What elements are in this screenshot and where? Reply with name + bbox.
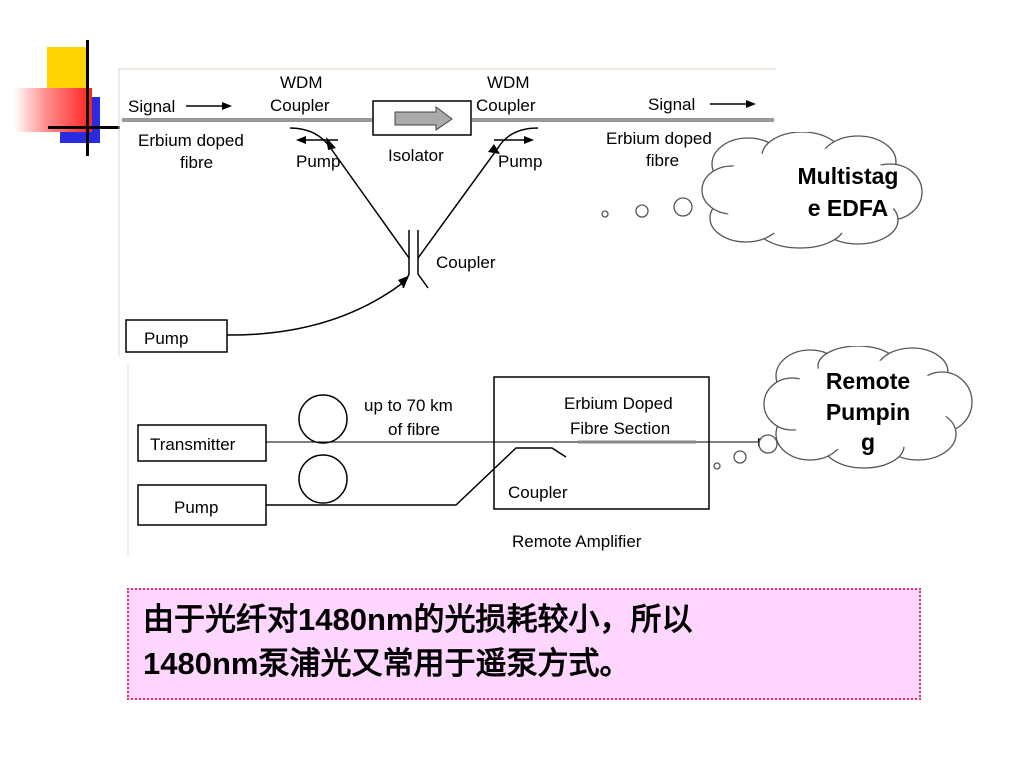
fibre-left-label: Erbium doped — [138, 131, 244, 150]
remote-pumping-cloud: Remote Pumpin g — [713, 346, 973, 470]
pump-box-2 — [137, 484, 267, 526]
caption-box: 由于光纤对1480nm的光损耗较小，所以 1480nm泵浦光又常用于遥泵方式。 — [127, 588, 921, 700]
logo-yellow-square — [47, 47, 87, 91]
caption-wavelength-1: 1480nm — [298, 602, 414, 637]
wdm-right-coupler-label: Coupler — [476, 96, 536, 115]
cloud1-dot-large — [673, 197, 693, 217]
erbium-section-label: Erbium Doped — [564, 394, 673, 413]
multistage-edfa-cloud: Multistag e EDFA — [601, 132, 923, 249]
fibre-spool-bottom — [298, 454, 348, 504]
cloud2-dot-small — [713, 462, 721, 470]
fibre-left-label-2: fibre — [180, 153, 213, 172]
pump-line-2 — [266, 447, 567, 506]
cloud1-text-1: Multistag — [798, 163, 899, 189]
transmitter-box — [137, 424, 267, 462]
cloud2-text-1: Remote — [826, 368, 910, 394]
caption-text-2b: 泵浦光又常用于遥泵方式。 — [258, 646, 631, 682]
right-branch-arrow — [488, 144, 500, 154]
isolator-label: Isolator — [388, 146, 444, 165]
transmitter-label: Transmitter — [150, 435, 236, 454]
pump-box-label: Pump — [144, 329, 188, 348]
cloud1-text-2: e EDFA — [808, 195, 889, 221]
pump-box — [125, 319, 228, 353]
caption-text-1c: 的光损耗较小，所以 — [413, 602, 693, 638]
remote-amplifier-box — [493, 376, 710, 510]
fibre-right-label: Erbium doped — [606, 129, 712, 148]
caption-wavelength-2: 1480nm — [143, 646, 259, 681]
multistage-edfa-diagram: Signal WDM Coupler WDM Coupler Signal Er… — [118, 68, 776, 356]
logo-decoration — [0, 0, 130, 160]
wdm-left-coupler-label: Coupler — [270, 96, 330, 115]
wdm-left-label: WDM — [280, 73, 322, 92]
left-branch-arrow — [326, 137, 336, 150]
signal-left-label: Signal — [128, 97, 175, 116]
remote-amplifier-label: Remote Amplifier — [512, 532, 642, 551]
fibre-length-label: up to 70 km — [364, 396, 453, 415]
caption-line-1: 由于光纤对1480nm的光损耗较小，所以 — [143, 598, 905, 642]
signal-left-arrow — [222, 102, 232, 110]
fibre-right-label-2: fibre — [646, 151, 679, 170]
wdm-right-label: WDM — [487, 73, 529, 92]
left-coupler-branch — [289, 127, 410, 259]
cloud1-dot-medium — [635, 204, 649, 218]
fibre-length-label-2: of fibre — [388, 420, 440, 439]
pump-left-label: Pump — [296, 152, 340, 171]
logo-red-gradient — [14, 88, 92, 132]
cloud2-dot-medium — [733, 450, 747, 464]
signal-right-arrow — [746, 100, 756, 108]
pump-left-arrow — [296, 136, 306, 144]
remote-pumping-diagram: Transmitter Pump up to 70 km of fibre Er… — [127, 365, 768, 555]
logo-vertical-line — [86, 40, 89, 156]
cloud2-dot-large — [758, 434, 778, 454]
coupler-label-2: Coupler — [508, 483, 568, 502]
coupler-label: Coupler — [436, 253, 496, 272]
pump-label-2: Pump — [174, 498, 218, 517]
pump-feed-line — [226, 281, 405, 336]
cloud1-dot-small — [601, 210, 609, 218]
caption-line-2: 1480nm泵浦光又常用于遥泵方式。 — [143, 642, 905, 686]
fibre-spool-top — [298, 394, 348, 444]
cloud2-text-3: g — [861, 429, 875, 455]
logo-horizontal-line — [48, 126, 120, 129]
cloud2-text-2: Pumpin — [826, 399, 910, 425]
erbium-section-label-2: Fibre Section — [570, 419, 670, 438]
caption-text-1a: 由于光纤对 — [143, 602, 298, 638]
isolator-arrow — [394, 106, 453, 131]
cloud2-inner — [784, 360, 948, 452]
pump-right-label: Pump — [498, 152, 542, 171]
right-coupler-branch — [417, 127, 539, 259]
pump-right-arrow — [524, 136, 534, 144]
signal-right-label: Signal — [648, 95, 695, 114]
cloud1-inner — [716, 148, 900, 236]
pump-feed-arrow — [398, 276, 408, 288]
